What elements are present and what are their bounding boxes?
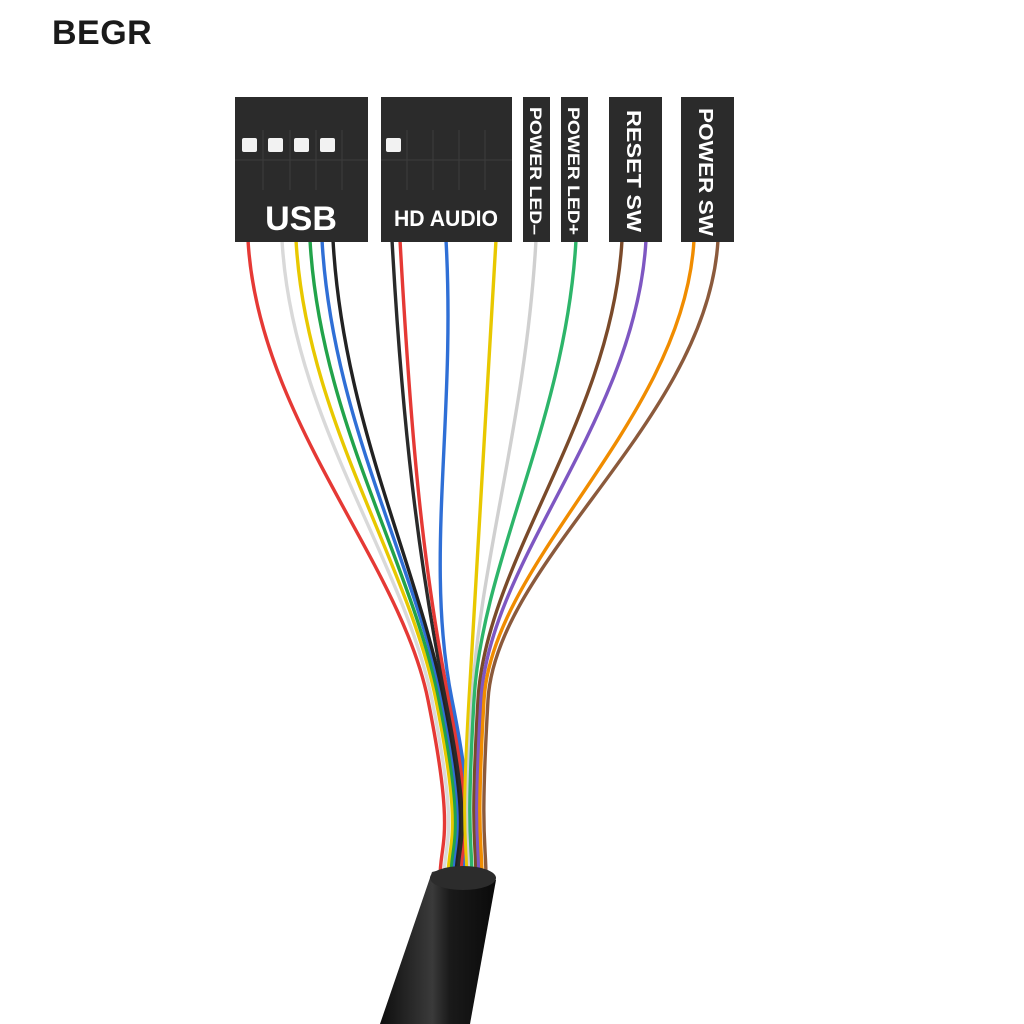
cable-sheath xyxy=(380,866,496,1024)
reset-sw-connector: RESET SW xyxy=(609,97,662,242)
power-sw-brown-wire xyxy=(482,238,720,880)
usb-label: USB xyxy=(265,200,337,238)
usb-yellow-wire xyxy=(294,238,455,880)
power-led-plus-green-wire xyxy=(468,238,578,880)
audio-black-wire xyxy=(390,238,465,880)
usb-blue-wire xyxy=(320,238,461,880)
usb-green-wire xyxy=(308,238,458,880)
power-sw-orange-wire xyxy=(478,238,696,880)
power-sw-connector: POWER SW xyxy=(681,97,734,242)
usb-connector: USB xyxy=(235,97,368,242)
power-led-minus-white-wire xyxy=(466,238,538,880)
power-led-plus-label: POWER LED+ xyxy=(564,107,583,235)
power-led-minus-connector: POWER LED– xyxy=(523,97,550,242)
usb-pin-holes xyxy=(242,138,335,152)
reset-sw-label: RESET SW xyxy=(622,110,644,232)
wire-bundle xyxy=(246,238,720,880)
hd-audio-label: HD AUDIO xyxy=(394,206,498,231)
power-led-minus-label: POWER LED– xyxy=(526,107,545,235)
power-led-plus-connector: POWER LED+ xyxy=(561,97,588,242)
brand-logo: BEGR xyxy=(52,14,153,52)
power-sw-label: POWER SW xyxy=(694,108,716,236)
hd-audio-connector: HD AUDIO xyxy=(381,97,512,242)
reset-brown-wire xyxy=(472,238,624,880)
usb-black-wire xyxy=(331,238,463,880)
usb-white-wire xyxy=(280,238,451,880)
usb-red-wire xyxy=(246,238,447,880)
audio-pin-hole xyxy=(386,138,401,152)
reset-purple-wire xyxy=(475,238,648,880)
audio-yellow-wire xyxy=(463,238,498,880)
